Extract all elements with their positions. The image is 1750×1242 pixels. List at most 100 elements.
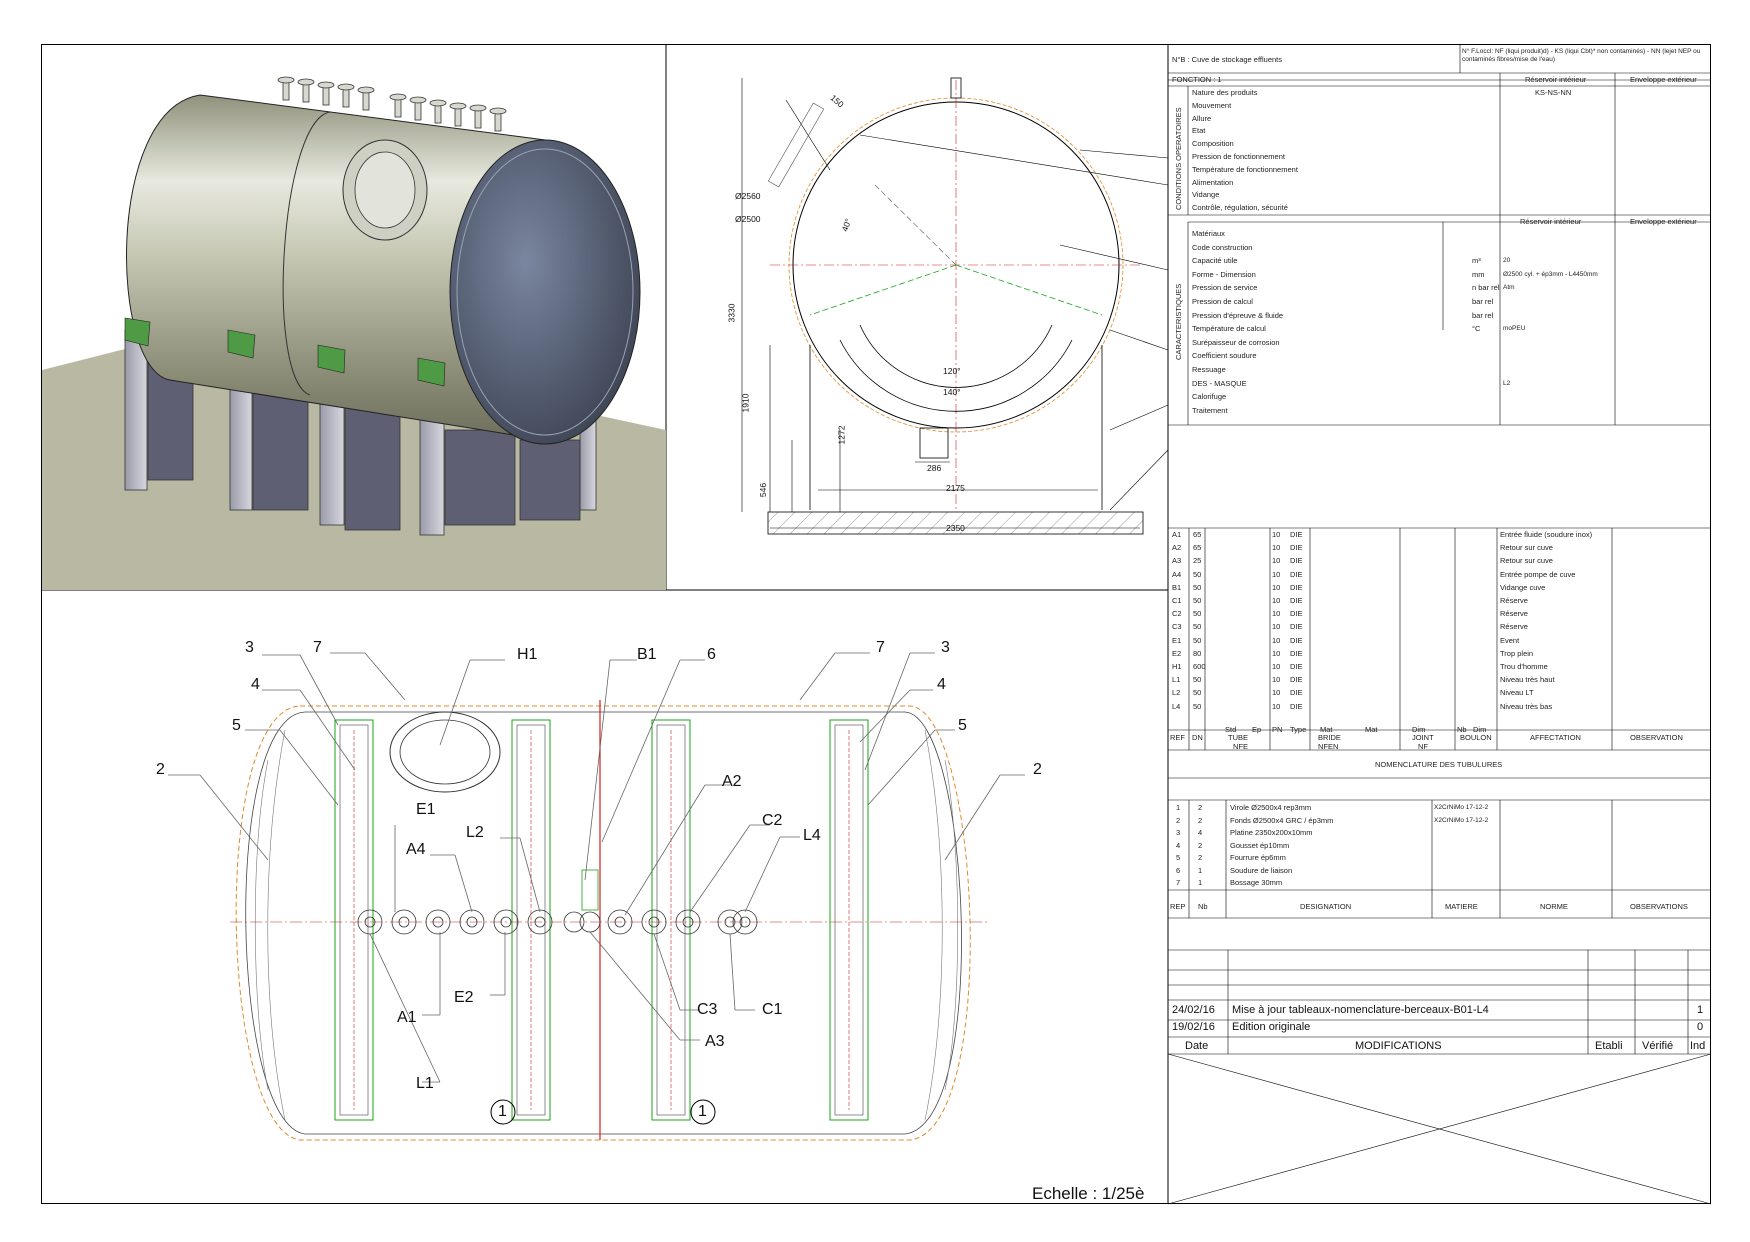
nozzle-row-dn: 50	[1193, 582, 1202, 592]
conditions-row-label: Contrôle, régulation, sécurité	[1192, 203, 1288, 213]
callout-2-left: 2	[156, 761, 165, 778]
callout-E1: E1	[416, 801, 436, 818]
nozzle-sub-ep: Ep	[1252, 725, 1262, 734]
part-row-designation: Virole Ø2500x4 rep3mm	[1230, 803, 1312, 812]
nozzle-row-ref: B1	[1172, 582, 1182, 592]
nozzle-row-type: DIE	[1290, 701, 1303, 711]
nozzle-row-type: DIE	[1290, 543, 1303, 553]
callout-A4: A4	[406, 841, 426, 858]
nozzle-row-type: DIE	[1290, 609, 1303, 619]
caracteristiques-vertical-label: CARACTERISTIQUES	[1174, 283, 1183, 360]
conditions-row-label: Composition	[1192, 139, 1234, 149]
carac-row-value: Ø2500 cyl. + ép3mm - L4450mm	[1503, 270, 1598, 278]
carac-row-label: Température de calcul	[1192, 324, 1266, 334]
header-left: N°B : Cuve de stockage effluents	[1172, 55, 1283, 64]
parts-header-rep: REP	[1170, 902, 1186, 911]
header-right: N° F.Loccl: NF (liqui produit)d) - KS (l…	[1462, 48, 1701, 63]
dim-120deg: 120°	[943, 366, 961, 376]
part-row-rep: 7	[1176, 878, 1181, 887]
dim-d2500: Ø2500	[735, 214, 761, 224]
nozzle-row-dn: 50	[1193, 609, 1202, 619]
carac-row-label: Forme - Dimension	[1192, 269, 1256, 279]
fonction-label: FONCTION : 1	[1172, 75, 1222, 84]
nozzle-row-pn: 10	[1272, 609, 1281, 619]
nozzle-header-boulon: BOULON	[1460, 733, 1492, 742]
conditions-vertical-label: CONDITIONS OPERATOIRES	[1174, 107, 1183, 210]
nozzle-row-dn: 50	[1193, 622, 1202, 632]
nozzle-row-affectation: Niveau très haut	[1500, 675, 1555, 685]
part-row-rep: 4	[1176, 840, 1181, 850]
callout-E2: E2	[454, 989, 474, 1006]
part-row-nb: 2	[1198, 840, 1203, 850]
nozzle-row-dn: 50	[1193, 701, 1202, 711]
parts-header-matiere: MATIERE	[1445, 902, 1478, 911]
part-row-designation: Gousset ép10mm	[1230, 840, 1290, 850]
nozzle-row-type: DIE	[1290, 675, 1303, 685]
nozzle-row-affectation: Trou d'homme	[1500, 662, 1548, 671]
nozzle-row-type: DIE	[1290, 662, 1303, 671]
carac-row-unit: bar rel	[1472, 310, 1494, 320]
col-interior: Réservoir intérieur	[1525, 75, 1587, 84]
nozzle-sub-mat: Mat	[1320, 725, 1333, 734]
nozzle-row-ref: L2	[1172, 688, 1181, 698]
nature-value: KS-NS-NN	[1535, 88, 1572, 97]
nozzle-row-type: DIE	[1290, 635, 1303, 645]
callout-C2: C2	[762, 812, 783, 829]
part-row-designation: Fonds Ø2500x4 GRC / ép3mm	[1230, 815, 1334, 825]
part-row-designation: Soudure de liaison	[1230, 865, 1293, 875]
carac-row-label: Surépaisseur de corrosion	[1192, 337, 1280, 347]
part-row-nb: 2	[1198, 853, 1203, 862]
callout-3-right: 3	[941, 639, 950, 656]
part-row-rep: 3	[1176, 828, 1181, 837]
nozzle-row-pn: 10	[1272, 556, 1281, 566]
callout-2-right: 2	[1033, 761, 1042, 778]
conditions-row-label: Alimentation	[1192, 177, 1234, 187]
carac-row-unit: n bar rel	[1472, 283, 1500, 293]
title-block-grid	[1167, 44, 1712, 1205]
callout-A2: A2	[722, 773, 742, 790]
rev-header-ind: Ind	[1690, 1040, 1706, 1052]
carac-row-value: Atm	[1503, 284, 1515, 292]
callout-B1: B1	[637, 646, 657, 663]
nozzle-sub-std: Std	[1225, 725, 1237, 734]
side-view-elevation	[741, 77, 1169, 535]
part-row-matiere: X2CrNiMo 17-12-2	[1434, 804, 1489, 811]
nozzle-row-ref: L1	[1172, 675, 1181, 685]
part-row-rep: 1	[1176, 803, 1181, 812]
part-row-rep: 6	[1176, 865, 1181, 875]
drawing-frame	[41, 44, 1711, 1204]
nozzle-header-dn: DN	[1192, 733, 1203, 742]
callout-4-left: 4	[251, 676, 260, 693]
callout-A3: A3	[705, 1033, 725, 1050]
nozzle-row-dn: 50	[1193, 688, 1202, 698]
carac-row-unit: °C	[1472, 324, 1481, 334]
nozzle-row-dn: 50	[1193, 635, 1202, 645]
dim-1272: 1272	[836, 425, 847, 445]
nozzle-row-pn: 10	[1272, 635, 1281, 645]
carac-col-interior: Réservoir intérieur	[1520, 217, 1582, 226]
nozzle-row-affectation: Retour sur cuve	[1500, 543, 1553, 553]
revision-date: 19/02/16	[1172, 1021, 1215, 1033]
nozzle-row-affectation: Réserve	[1500, 596, 1528, 605]
nozzle-row-ref: E2	[1172, 648, 1182, 658]
callout-C1: C1	[762, 1001, 783, 1018]
nozzle-row-affectation: Vidange cuve	[1500, 582, 1546, 592]
nozzle-header-obs: OBSERVATION	[1630, 733, 1683, 742]
conditions-row-label: Allure	[1192, 113, 1212, 123]
callout-1-left: 1	[498, 1103, 507, 1120]
part-row-nb: 2	[1198, 803, 1203, 812]
nozzle-header-tube-sub: NFE	[1233, 742, 1248, 751]
carac-row-label: Capacité utile	[1192, 256, 1238, 266]
nozzle-row-pn: 10	[1272, 582, 1281, 592]
nozzle-row-type: DIE	[1290, 530, 1303, 539]
nozzle-row-dn: 65	[1193, 543, 1202, 553]
nozzle-row-pn: 10	[1272, 543, 1281, 553]
carac-row-label: Matériaux	[1192, 229, 1225, 238]
nozzle-row-type: DIE	[1290, 582, 1303, 592]
nozzle-header-affect: AFFECTATION	[1530, 733, 1581, 742]
nozzle-header-joint: JOINT	[1412, 733, 1434, 742]
conditions-row-label: Mouvement	[1192, 100, 1232, 110]
nozzle-row-ref: A4	[1172, 569, 1182, 579]
dim-546: 546	[758, 482, 769, 498]
